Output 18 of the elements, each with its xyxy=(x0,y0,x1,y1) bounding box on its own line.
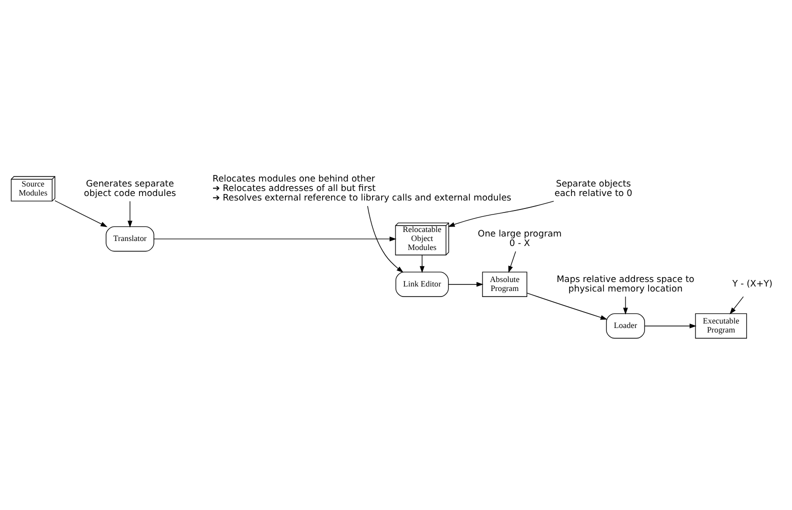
node-text: One large program 0 - X xyxy=(478,230,562,250)
arrow xyxy=(367,206,404,273)
arrow xyxy=(448,282,484,287)
arrow xyxy=(644,324,696,328)
arrow xyxy=(623,296,628,315)
node-text: Maps relative address space to physical memory location xyxy=(556,274,694,294)
node-text: Relocates modules one behind other ➔ Relocates addresses of all but first ➔ Resolves external reference to library calls and external modules xyxy=(212,174,512,204)
arrow xyxy=(508,251,516,273)
arrow xyxy=(128,200,132,228)
arrow xyxy=(730,296,744,314)
arrow xyxy=(420,254,424,273)
arrow xyxy=(54,200,108,228)
node-text: Y - (X+Y) xyxy=(732,280,772,290)
node-text: Separate objects each relative to 0 xyxy=(554,179,632,199)
arrow xyxy=(154,236,396,242)
arrow xyxy=(448,200,554,227)
arrow xyxy=(526,292,608,320)
node-text: Generates separate object code modules xyxy=(84,179,176,199)
